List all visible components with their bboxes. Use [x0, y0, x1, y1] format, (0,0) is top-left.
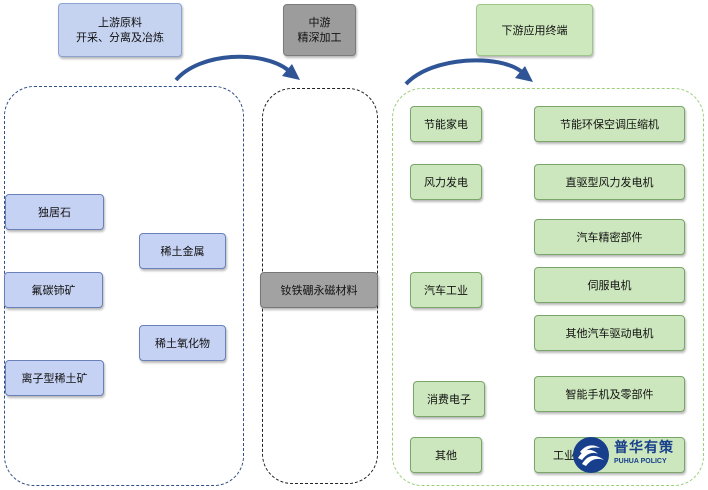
ore-label: 离子型稀土矿 — [21, 371, 88, 385]
app-smartphone-parts: 智能手机及零部件 — [534, 376, 685, 412]
application-label: 智能手机及零部件 — [565, 387, 654, 401]
product-rare-earth-metal: 稀土金属 — [139, 233, 226, 269]
app-servo-motor: 伺服电机 — [534, 267, 685, 303]
upstream-header-title: 上游原料 — [98, 16, 142, 29]
ore-ionic-rare-earth: 离子型稀土矿 — [5, 360, 104, 396]
ndfeb-magnet-material: 钕铁硼永磁材料 — [260, 272, 378, 308]
ore-label: 独居石 — [38, 205, 71, 219]
application-label: 节能环保空调压缩机 — [560, 117, 659, 131]
industry-label: 其他 — [435, 448, 457, 462]
application-label: 其他汽车驱动电机 — [565, 326, 654, 340]
industry-label: 消费电子 — [427, 392, 471, 406]
ore-bastnaesite: 氟碳铈矿 — [4, 272, 103, 308]
industry-home-appliances: 节能家电 — [410, 106, 482, 142]
industry-label: 节能家电 — [424, 117, 468, 131]
puhua-logo-icon — [573, 437, 609, 473]
app-other-auto-drive-motor: 其他汽车驱动电机 — [534, 315, 685, 351]
industry-wind-power: 风力发电 — [410, 164, 482, 200]
ore-label: 氟碳铈矿 — [31, 283, 76, 297]
application-label: 直驱型风力发电机 — [565, 175, 654, 189]
ore-monazite: 独居石 — [5, 194, 104, 230]
watermark-en-text: PUHUA POLICY — [614, 458, 667, 465]
midstream-header: 中游 精深加工 — [283, 4, 356, 56]
product-label: 稀土金属 — [160, 244, 205, 258]
watermark-cn-text: 普华有策 — [614, 440, 674, 456]
product-rare-earth-oxide: 稀土氧化物 — [139, 325, 226, 361]
product-label: 稀土氧化物 — [155, 336, 210, 350]
industry-consumer-electronics: 消费电子 — [413, 381, 485, 417]
downstream-header: 下游应用终端 — [476, 4, 593, 56]
midstream-header-title: 中游 — [308, 16, 331, 29]
industry-label: 汽车工业 — [424, 283, 468, 297]
app-industrial: 工业…… — [534, 437, 685, 473]
material-label: 钕铁硼永磁材料 — [280, 283, 358, 297]
downstream-group — [392, 88, 704, 486]
industry-other: 其他 — [410, 437, 482, 473]
application-label: 汽车精密部件 — [576, 230, 643, 244]
app-ac-compressor: 节能环保空调压缩机 — [534, 106, 685, 142]
application-label: 伺服电机 — [587, 278, 632, 292]
upstream-header-subtitle: 开采、分离及冶炼 — [76, 31, 164, 44]
downstream-header-title: 下游应用终端 — [501, 23, 568, 37]
upstream-to-midstream-arrow-icon — [174, 54, 533, 86]
industry-label: 风力发电 — [424, 175, 468, 189]
watermark-logo: 普华有策 PUHUA POLICY — [572, 436, 708, 474]
app-direct-drive-wind-generator: 直驱型风力发电机 — [534, 164, 685, 200]
industry-automotive: 汽车工业 — [410, 272, 482, 308]
upstream-header: 上游原料 开采、分离及冶炼 — [58, 3, 182, 57]
midstream-header-subtitle: 精深加工 — [297, 31, 342, 44]
app-auto-precision-parts: 汽车精密部件 — [534, 219, 685, 255]
